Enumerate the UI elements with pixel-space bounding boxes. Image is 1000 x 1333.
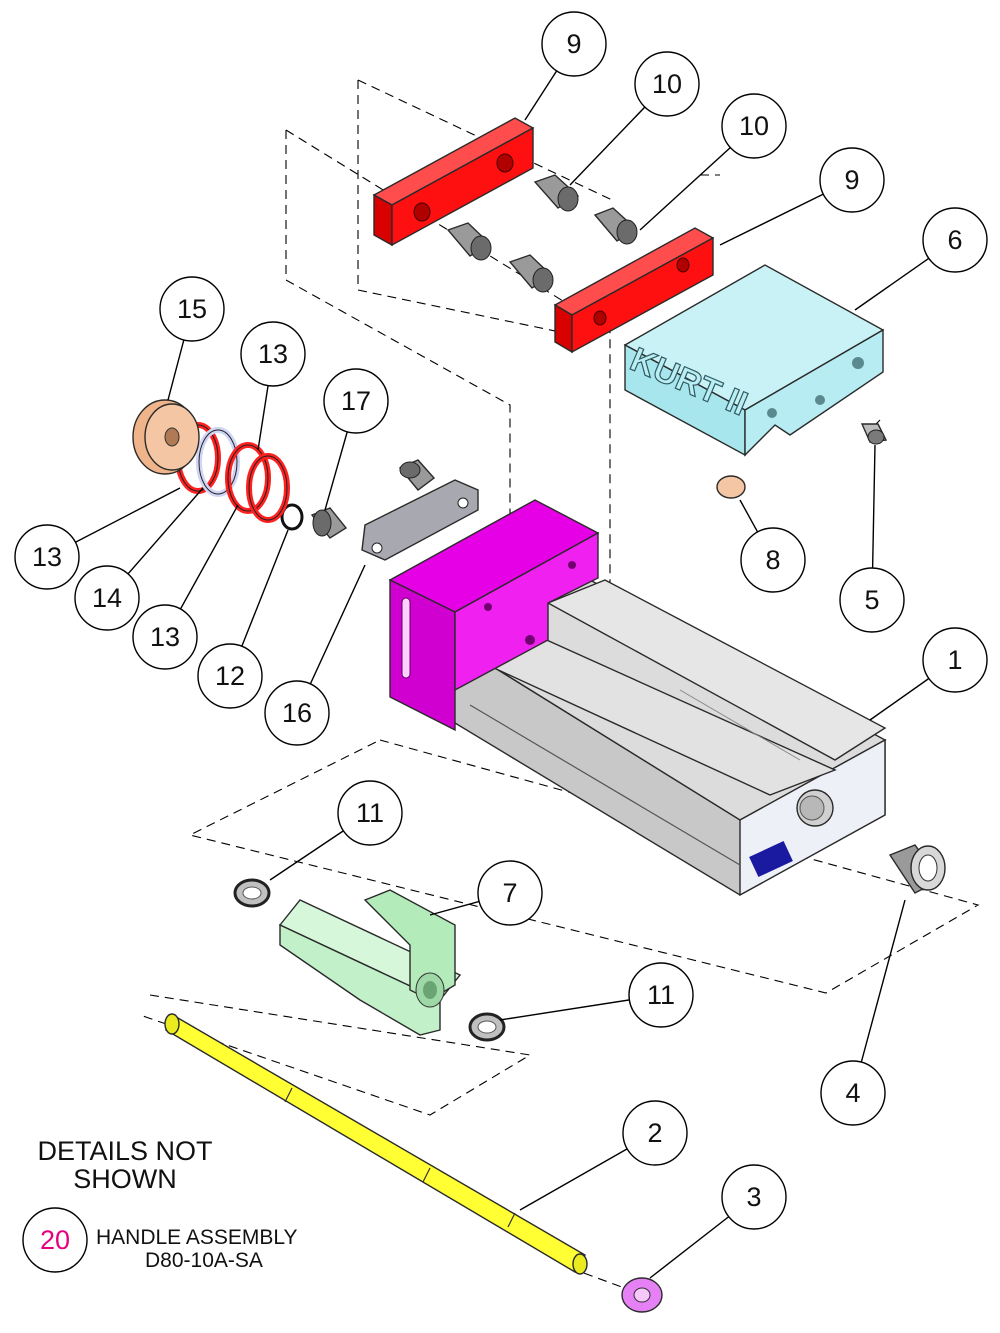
movable-jaw: KURT II <box>623 264 885 457</box>
callout-bubble-13c: 13 <box>240 321 306 387</box>
note-item-line2: D80-10A-SA <box>145 1249 263 1272</box>
end-cap <box>132 399 200 475</box>
washer-upper <box>233 878 271 908</box>
link-screw <box>398 459 436 491</box>
callout-bubble-7: 7 <box>477 860 543 926</box>
callout-label: 1 <box>947 645 962 675</box>
spacer-washer <box>196 427 240 497</box>
callout-label: 12 <box>215 661 245 691</box>
callout-label: 10 <box>652 69 682 99</box>
callout-bubble-13b: 13 <box>132 604 198 670</box>
set-screw <box>860 423 888 445</box>
callout-label: 8 <box>765 545 780 575</box>
vise-body <box>388 499 887 897</box>
cap-screw-upper-left <box>446 222 492 261</box>
callout-bubble-5: 5 <box>839 567 905 633</box>
details-not-shown-note: DETAILS NOT SHOWN 20 HANDLE ASSEMBLY D80… <box>22 1136 298 1273</box>
callout-bubble-16: 16 <box>264 680 330 746</box>
callout-bubble-17: 17 <box>323 368 389 434</box>
callout-bubble-11b: 11 <box>628 962 694 1028</box>
spring-washer-3 <box>246 453 290 523</box>
cap-screw-lower-right <box>593 207 638 245</box>
callout-bubble-13a: 13 <box>14 524 80 590</box>
callout-bubble-6: 6 <box>922 207 988 273</box>
lead-screw <box>164 1013 588 1275</box>
plug <box>716 475 746 499</box>
collar <box>621 1277 663 1313</box>
callout-label: 14 <box>92 583 122 613</box>
callout-bubble-9a: 9 <box>541 11 607 77</box>
callout-label: 13 <box>32 542 62 572</box>
callout-bubble-15: 15 <box>159 276 225 342</box>
callout-label: 2 <box>647 1118 662 1148</box>
jaw-plate-upper <box>372 117 535 247</box>
callout-label: 15 <box>177 294 207 324</box>
callout-bubble-10b: 10 <box>721 93 787 159</box>
note-title-line2: SHOWN <box>73 1164 177 1194</box>
shoulder-screw <box>310 507 348 539</box>
callout-label: 5 <box>864 585 879 615</box>
callout-label: 9 <box>844 165 859 195</box>
callout-label: 13 <box>258 339 288 369</box>
note-title-line1: DETAILS NOT <box>37 1136 212 1166</box>
callout-label: 11 <box>647 980 675 1010</box>
spring-washer-2 <box>225 442 271 514</box>
link-plate <box>361 479 479 561</box>
bushing <box>888 844 946 894</box>
callout-bubble-14: 14 <box>74 565 140 631</box>
callout-label: 17 <box>341 386 371 416</box>
screw-nut <box>278 889 462 1036</box>
callout-bubble-4: 4 <box>820 1060 886 1126</box>
callout-label: 9 <box>566 29 581 59</box>
jaw-plate-lower <box>553 227 715 354</box>
cap-screw-upper-right <box>533 174 580 212</box>
callout-label: 7 <box>502 878 517 908</box>
callout-label: 6 <box>947 225 962 255</box>
callout-bubble-11a: 11 <box>337 780 403 846</box>
callout-label: 13 <box>150 622 180 652</box>
callout-label: 11 <box>356 798 384 828</box>
callout-label: 16 <box>282 698 312 728</box>
callout-label: 3 <box>746 1182 761 1212</box>
note-item-number: 20 <box>40 1225 70 1255</box>
note-item-bubble <box>22 1207 88 1273</box>
callout-bubble-9b: 9 <box>819 147 885 213</box>
callout-bubble-10a: 10 <box>634 51 700 117</box>
callout-bubble-3: 3 <box>721 1164 787 1230</box>
cap-screw-lower-left <box>508 254 554 293</box>
callout-bubble-1: 1 <box>922 627 988 693</box>
callout-bubble-12: 12 <box>197 643 263 709</box>
o-ring <box>280 503 304 531</box>
washer-lower <box>468 1012 506 1042</box>
callout-bubble-8: 8 <box>740 527 806 593</box>
callout-label: 4 <box>845 1078 860 1108</box>
callout-label: 10 <box>739 111 769 141</box>
note-item-line1: HANDLE ASSEMBLY <box>96 1226 298 1249</box>
callout-bubble-2: 2 <box>622 1100 688 1166</box>
